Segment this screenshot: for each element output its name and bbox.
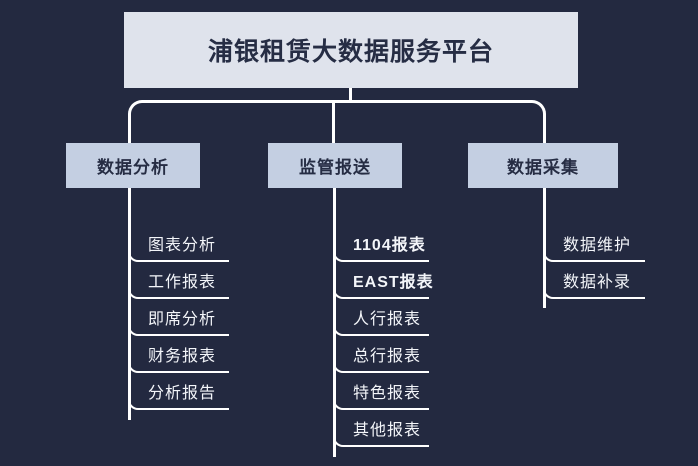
leaf-item[interactable]: 分析报告 [128, 373, 229, 410]
root-node-label: 浦银租赁大数据服务平台 [207, 38, 494, 66]
leaf-item[interactable]: 1104报表 [333, 225, 429, 262]
leaf-item-label: 分析报告 [148, 384, 217, 402]
leaf-item[interactable]: 总行报表 [333, 336, 429, 373]
root-connector-middle-drop [332, 100, 335, 145]
leaf-item-label: 工作报表 [148, 273, 217, 291]
leaf-item[interactable]: 其他报表 [333, 410, 429, 447]
leaf-item[interactable]: 即席分析 [128, 299, 229, 336]
leaf-item-label: 人行报表 [353, 310, 422, 328]
leaf-item-label: 数据补录 [563, 273, 632, 291]
leaf-item[interactable]: 数据补录 [543, 262, 645, 299]
leaf-item-label: 特色报表 [353, 384, 422, 402]
leaf-item-label: 数据维护 [563, 236, 632, 254]
branch-node-data-collection[interactable]: 数据采集 [468, 143, 618, 188]
leaf-item[interactable]: 特色报表 [333, 373, 429, 410]
leaf-item[interactable]: 工作报表 [128, 262, 229, 299]
leaf-item[interactable]: 财务报表 [128, 336, 229, 373]
leaf-item[interactable]: EAST报表 [333, 262, 433, 299]
root-connector-stub [349, 88, 352, 102]
leaf-item-label: EAST报表 [353, 273, 434, 291]
leaf-item-label: 即席分析 [148, 310, 217, 328]
root-connector-bus [128, 100, 546, 145]
leaf-item-label: 总行报表 [353, 347, 422, 365]
branch-node-label: 数据分析 [97, 158, 169, 177]
branch-node-data-analysis[interactable]: 数据分析 [66, 143, 200, 188]
leaf-item-label: 财务报表 [148, 347, 217, 365]
leaf-item-label: 1104报表 [353, 236, 426, 254]
leaf-item-label: 图表分析 [148, 236, 217, 254]
branch-node-label: 监管报送 [299, 158, 371, 177]
root-node[interactable]: 浦银租赁大数据服务平台 [124, 12, 578, 88]
leaf-item[interactable]: 数据维护 [543, 225, 645, 262]
branch-node-regulatory-reporting[interactable]: 监管报送 [268, 143, 402, 188]
leaf-item[interactable]: 人行报表 [333, 299, 429, 336]
leaf-item-label: 其他报表 [353, 421, 422, 439]
leaf-item[interactable]: 图表分析 [128, 225, 229, 262]
branch-node-label: 数据采集 [507, 158, 579, 177]
